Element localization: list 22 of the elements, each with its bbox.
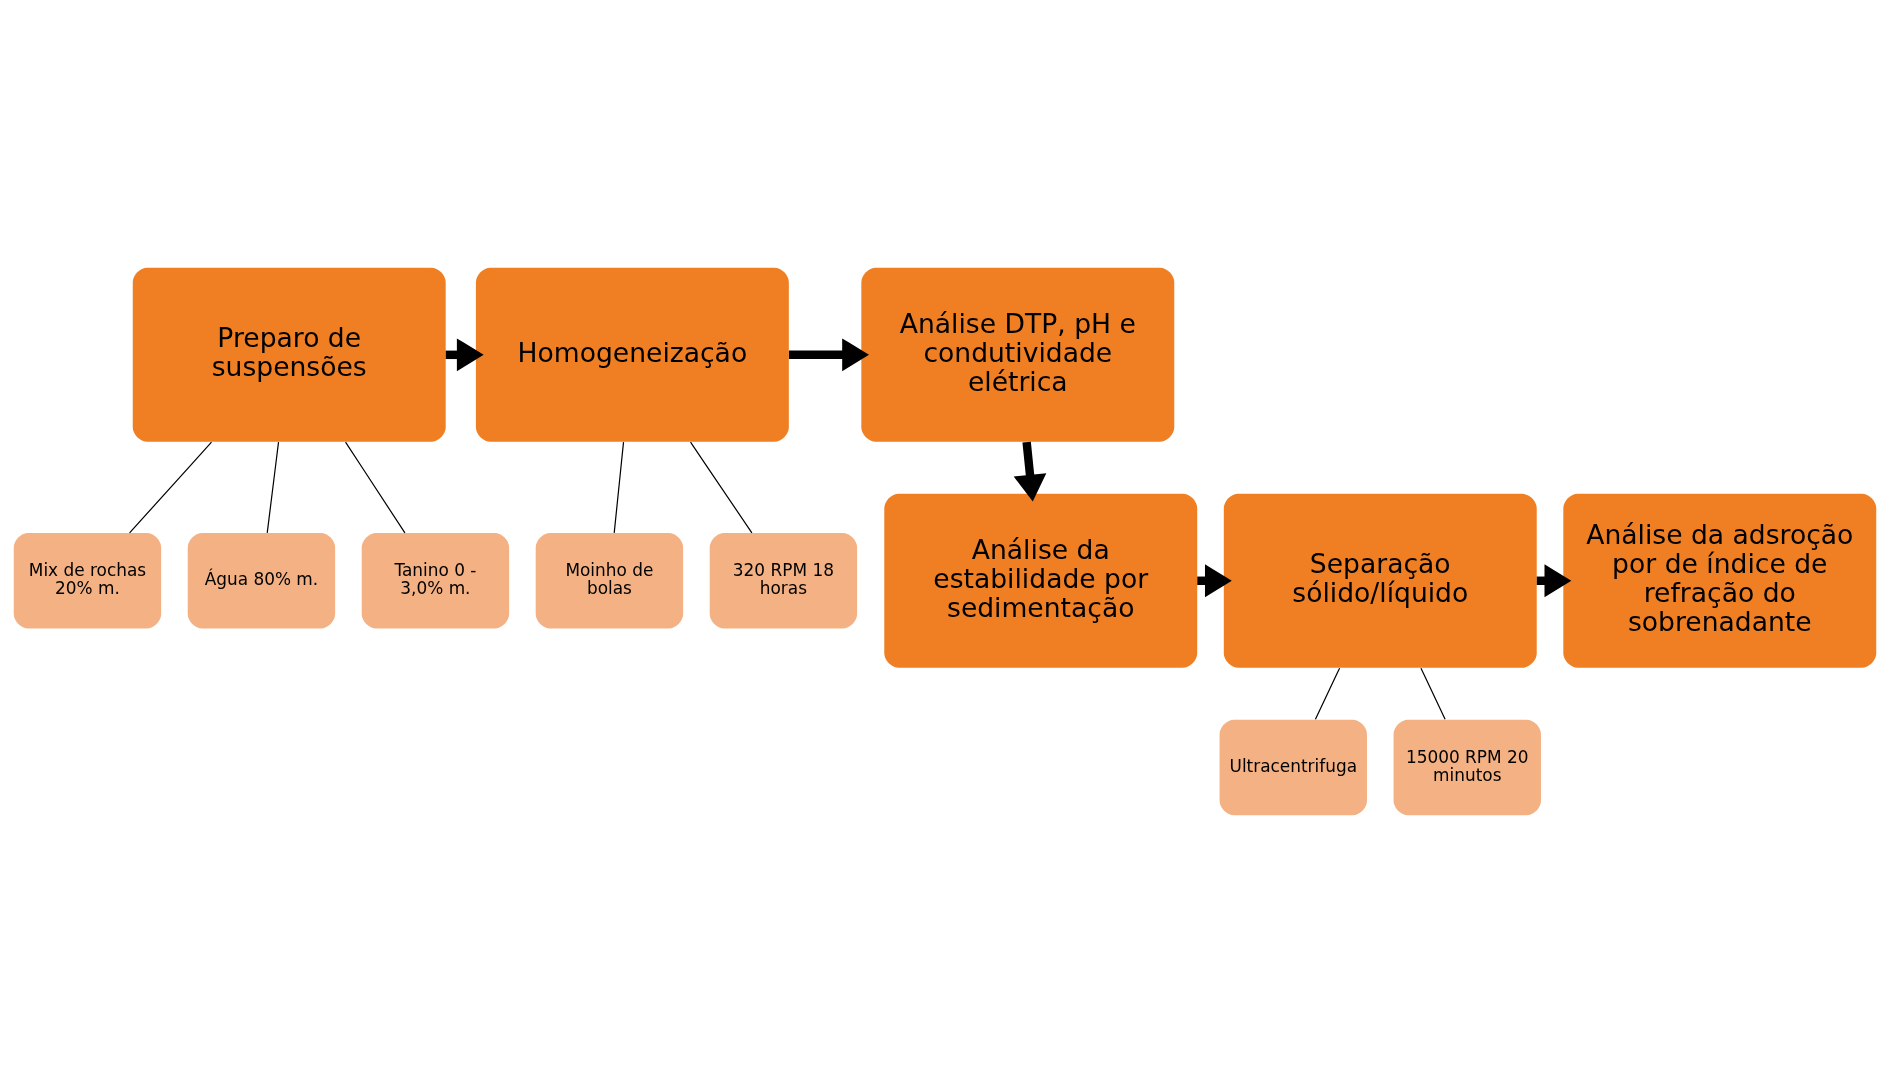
node-box: Análise da adsroção por de índice de refração do sobrenadante: [1563, 493, 1877, 668]
node-box: Análise da estabilidade por sedimentação: [884, 493, 1198, 668]
node-box: 15000 RPM 20 minutos: [1393, 719, 1541, 816]
node-box: Ultracentrifuga: [1219, 719, 1367, 816]
connector: [128, 441, 213, 534]
arrow: [1013, 441, 1047, 502]
node-box: Análise DTP, pH e condutividade elétrica: [861, 267, 1175, 442]
connector: [613, 441, 625, 534]
node-box: Moinho de bolas: [535, 533, 684, 629]
connector: [689, 441, 753, 534]
arrow: [788, 338, 869, 372]
connector: [1314, 667, 1341, 720]
node-box: Homogeneização: [475, 267, 789, 442]
node-box: Separação sólido/líquido: [1223, 493, 1537, 668]
node-box: 320 RPM 18 horas: [709, 533, 858, 629]
node-box: Tanino 0 - 3,0% m.: [361, 533, 510, 629]
node-box: Mix de rochas 20% m.: [13, 533, 162, 629]
connector: [344, 441, 406, 534]
connector: [266, 441, 280, 534]
node-box: Água 80% m.: [187, 533, 336, 629]
node-box: Preparo de suspensões: [132, 267, 446, 442]
connector: [1420, 667, 1446, 720]
